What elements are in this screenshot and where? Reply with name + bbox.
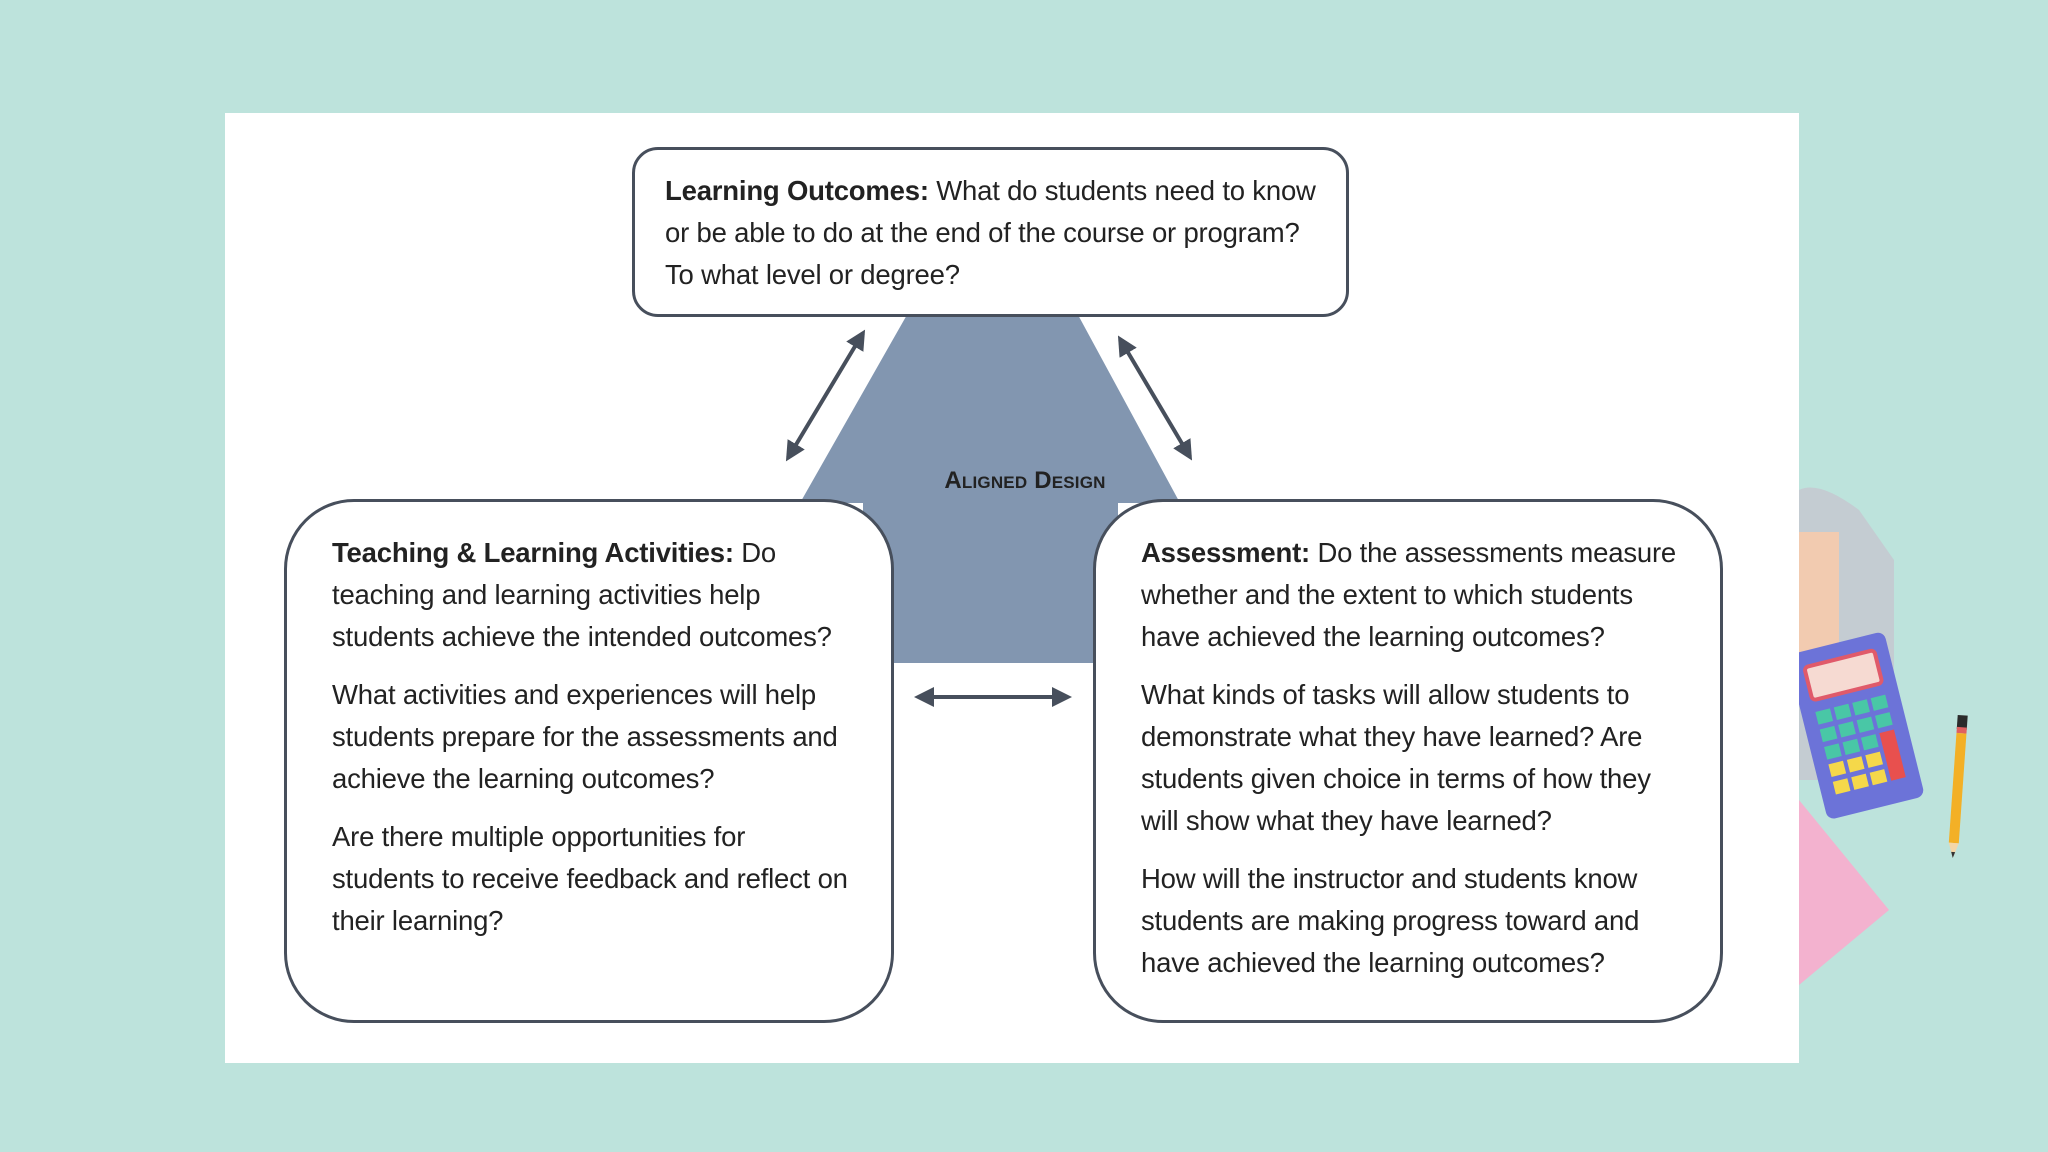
- desk-decoration: [1799, 487, 1968, 985]
- teaching-activities-text: Teaching & Learning Activities: Do teach…: [332, 532, 853, 658]
- assessment-paragraph: How will the instructor and students kno…: [1141, 863, 1640, 978]
- arrow-outcomes-assessment: [1117, 335, 1193, 461]
- assessment-box: Assessment: Do the assessments measure w…: [1093, 499, 1723, 1023]
- learning-outcomes-heading: Learning Outcomes:: [665, 175, 929, 206]
- aligned-design-label: Aligned Design: [944, 467, 1106, 494]
- learning-outcomes-box: Learning Outcomes: What do students need…: [632, 147, 1349, 317]
- teaching-activities-paragraph: What activities and experiences will hel…: [332, 679, 838, 794]
- teaching-activities-body: Do teaching and learning activities help…: [332, 537, 832, 652]
- assessment-paragraph: What kinds of tasks will allow students …: [1141, 679, 1651, 836]
- arrow-outcomes-activities: [785, 329, 866, 462]
- assessment-heading: Assessment:: [1141, 537, 1310, 568]
- pink-paper: [1799, 800, 1889, 985]
- learning-outcomes-text: Learning Outcomes: What do students need…: [665, 170, 1318, 296]
- diagram-card: Learning Outcomes: What do students need…: [225, 113, 1799, 1063]
- learning-outcomes-body: What do students need to know or be able…: [665, 175, 1316, 290]
- teaching-activities-paragraph: Are there multiple opportunities for stu…: [332, 821, 848, 936]
- assessment-text: Assessment: Do the assessments measure w…: [1141, 532, 1686, 658]
- teaching-activities-heading: Teaching & Learning Activities:: [332, 537, 734, 568]
- teaching-activities-box: Teaching & Learning Activities: Do teach…: [284, 499, 894, 1023]
- calculator-icon: [1799, 632, 1924, 819]
- sticky-note: [1799, 532, 1839, 662]
- pencil-icon: [1948, 714, 1968, 858]
- aligned-design-triangle: [800, 313, 1180, 663]
- assessment-body: Do the assessments measure whether and t…: [1141, 537, 1677, 652]
- connector-layer: [785, 313, 1193, 707]
